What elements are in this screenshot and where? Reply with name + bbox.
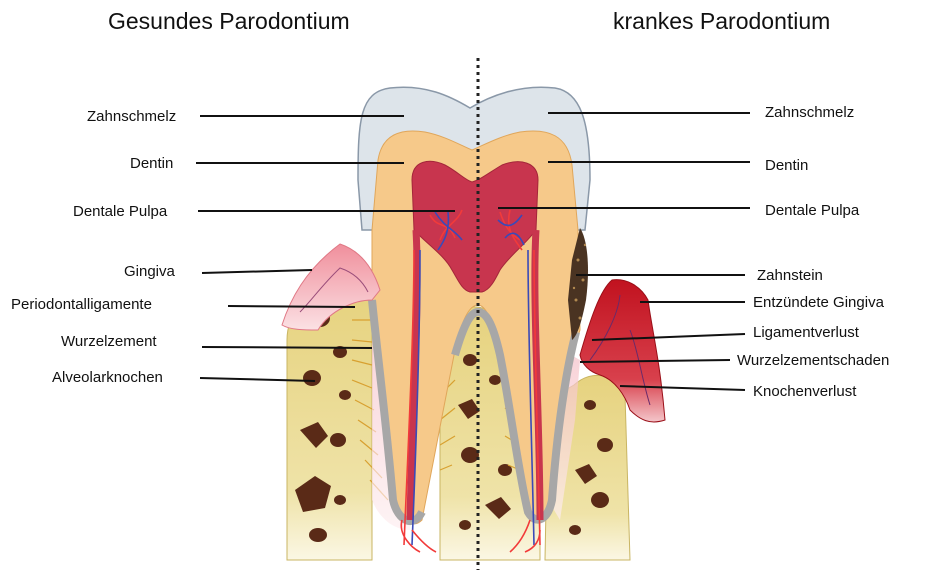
label-wurzelzementschaden: Wurzelzementschaden xyxy=(737,352,889,370)
label-ligamentverlust: Ligamentverlust xyxy=(753,324,859,342)
label-zahnschmelz-left: Zahnschmelz xyxy=(87,108,176,126)
label-dentin-left: Dentin xyxy=(130,155,173,173)
label-dentale-pulpa-right: Dentale Pulpa xyxy=(765,202,859,220)
label-gingiva: Gingiva xyxy=(124,263,175,281)
label-dentin-right: Dentin xyxy=(765,157,808,175)
label-knochenverlust: Knochenverlust xyxy=(753,383,856,401)
label-zahnschmelz-right: Zahnschmelz xyxy=(765,104,854,122)
label-alveolarknochen: Alveolarknochen xyxy=(52,369,163,387)
label-wurzelzement: Wurzelzement xyxy=(61,333,157,351)
label-periodontalligamente: Periodontalligamente xyxy=(11,296,152,314)
label-entzuendete-gingiva: Entzündete Gingiva xyxy=(753,294,884,312)
label-zahnstein: Zahnstein xyxy=(757,267,823,285)
label-dentale-pulpa-left: Dentale Pulpa xyxy=(73,203,167,221)
